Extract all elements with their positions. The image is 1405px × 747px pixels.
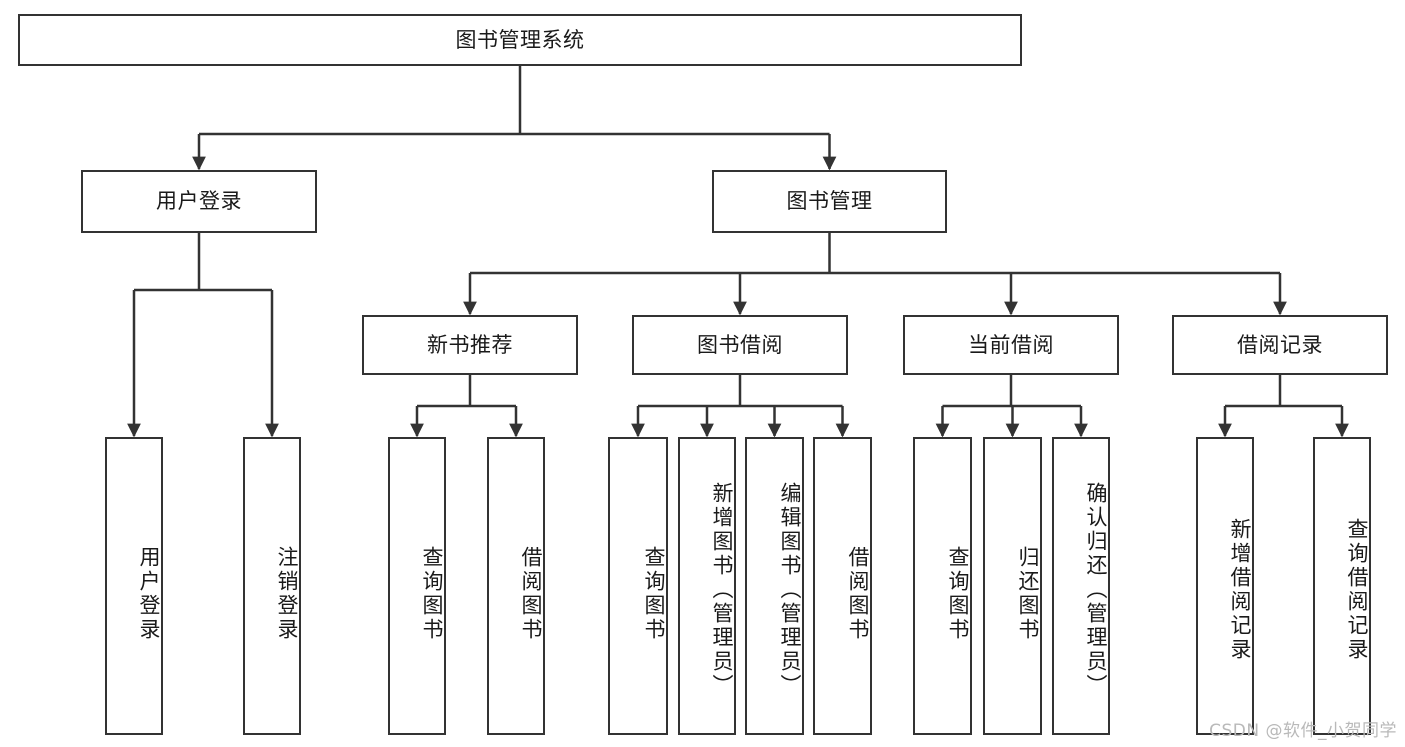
- node-label-leaf-rec-borrow: 借阅图书: [519, 546, 543, 642]
- node-leaf-bb-add[interactable]: 新增图书（管理员）: [678, 437, 736, 735]
- node-label-user-login: 用户登录: [156, 189, 242, 214]
- node-label-leaf-cb-return: 归还图书: [1016, 546, 1040, 642]
- node-label-leaf-cb-confirm: 确认归还（管理员）: [1084, 482, 1108, 698]
- node-leaf-br-add[interactable]: 新增借阅记录: [1196, 437, 1254, 735]
- node-book-manage[interactable]: 图书管理: [712, 170, 947, 233]
- node-root[interactable]: 图书管理系统: [18, 14, 1022, 66]
- node-leaf-rec-query[interactable]: 查询图书: [388, 437, 446, 735]
- node-label-leaf-logout: 注销登录: [275, 546, 299, 642]
- node-leaf-rec-borrow[interactable]: 借阅图书: [487, 437, 545, 735]
- node-label-leaf-bb-edit: 编辑图书（管理员）: [778, 482, 802, 698]
- node-leaf-br-query[interactable]: 查询借阅记录: [1313, 437, 1371, 735]
- node-label-borrow-record: 借阅记录: [1237, 332, 1323, 357]
- node-user-login[interactable]: 用户登录: [81, 170, 317, 233]
- node-leaf-bb-edit[interactable]: 编辑图书（管理员）: [745, 437, 804, 735]
- node-leaf-bb-query[interactable]: 查询图书: [608, 437, 668, 735]
- node-label-leaf-bb-query: 查询图书: [642, 546, 666, 642]
- node-leaf-cb-confirm[interactable]: 确认归还（管理员）: [1052, 437, 1110, 735]
- node-label-leaf-bb-borrow: 借阅图书: [846, 546, 870, 642]
- node-label-new-book-rec: 新书推荐: [427, 332, 513, 357]
- node-label-leaf-cb-query: 查询图书: [946, 546, 970, 642]
- node-label-leaf-bb-add: 新增图书（管理员）: [710, 482, 734, 698]
- node-current-borrow[interactable]: 当前借阅: [903, 315, 1119, 375]
- node-label-book-borrow: 图书借阅: [697, 332, 783, 357]
- node-label-leaf-br-add: 新增借阅记录: [1228, 518, 1252, 662]
- node-label-current-borrow: 当前借阅: [968, 332, 1054, 357]
- node-leaf-cb-return[interactable]: 归还图书: [983, 437, 1042, 735]
- node-label-leaf-rec-query: 查询图书: [420, 546, 444, 642]
- node-borrow-record[interactable]: 借阅记录: [1172, 315, 1388, 375]
- node-book-borrow[interactable]: 图书借阅: [632, 315, 848, 375]
- node-label-book-manage: 图书管理: [786, 189, 873, 214]
- node-label-leaf-br-query: 查询借阅记录: [1345, 518, 1369, 662]
- node-leaf-logout[interactable]: 注销登录: [243, 437, 301, 735]
- watermark-text: CSDN @软件_小贺同学: [1209, 721, 1397, 741]
- node-new-book-rec[interactable]: 新书推荐: [362, 315, 578, 375]
- node-leaf-bb-borrow[interactable]: 借阅图书: [813, 437, 872, 735]
- node-leaf-login[interactable]: 用户登录: [105, 437, 163, 735]
- node-label-root: 图书管理系统: [455, 27, 585, 52]
- node-leaf-cb-query[interactable]: 查询图书: [913, 437, 972, 735]
- node-label-leaf-login: 用户登录: [137, 546, 161, 642]
